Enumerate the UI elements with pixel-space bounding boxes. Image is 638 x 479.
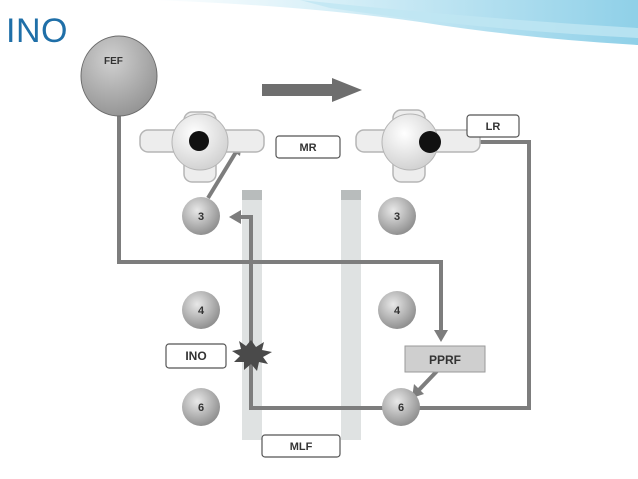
pprf-box: PPRF — [404, 345, 486, 373]
right-nucleus-4: 4 — [378, 291, 416, 329]
mr-label: MR — [299, 142, 316, 154]
mlf-label: MLF — [290, 441, 313, 453]
mlf-pathway — [240, 215, 386, 410]
right-nucleus-3: 3 — [378, 197, 416, 235]
left-eye — [139, 111, 265, 183]
svg-text:3: 3 — [198, 211, 204, 223]
svg-text:3: 3 — [394, 211, 400, 223]
banner-decoration — [150, 0, 638, 45]
lesion-icon — [232, 340, 272, 371]
svg-text:4: 4 — [394, 305, 401, 317]
gaze-direction-arrow — [262, 78, 362, 102]
abducens-to-lr-pathway — [418, 140, 531, 410]
svg-text:4: 4 — [198, 305, 205, 317]
mr-box: MR — [275, 135, 341, 159]
pprf-to-6-pathway — [415, 368, 440, 394]
left-nucleus-3: 3 — [182, 197, 220, 235]
right-nucleus-6: 6 — [382, 388, 420, 426]
fef-label: FEF — [104, 56, 123, 67]
right-mlf-bar — [341, 190, 361, 440]
right-eye — [355, 109, 481, 183]
left-nucleus-4: 4 — [182, 291, 220, 329]
lr-label: LR — [486, 121, 501, 133]
left-nucleus-6: 6 — [182, 388, 220, 426]
right-pupil — [419, 131, 441, 153]
fef-node: FEF — [80, 35, 158, 117]
ino-label: INO — [185, 349, 206, 363]
pprf-label: PPRF — [429, 353, 461, 367]
slide-title: INO — [6, 12, 68, 50]
svg-text:6: 6 — [398, 402, 404, 414]
left-pupil — [189, 131, 209, 151]
mlf-box: MLF — [261, 434, 341, 458]
fef-pprf-pathway — [117, 110, 443, 334]
oculomotor-to-mr-pathway — [206, 150, 238, 200]
ino-box: INO — [165, 343, 227, 369]
svg-text:6: 6 — [198, 402, 204, 414]
lr-box: LR — [466, 114, 520, 138]
